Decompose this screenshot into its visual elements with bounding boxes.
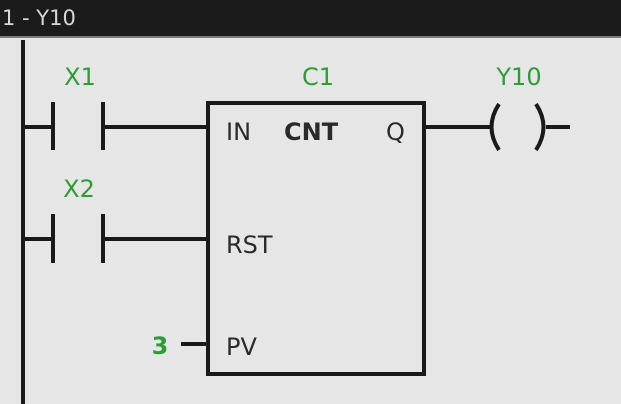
contact-x1-tag: X1	[64, 63, 96, 91]
rung-header: 1 - Y10	[0, 0, 621, 38]
counter-instance-tag: C1	[302, 63, 334, 91]
coil-y10[interactable]	[489, 102, 571, 152]
rung-title: 1 - Y10	[2, 6, 76, 30]
input-in-label: IN	[226, 118, 251, 146]
pv-value: 3	[152, 332, 169, 360]
output-q-label: Q	[386, 118, 405, 146]
block-type-label: CNT	[284, 118, 339, 146]
input-rst-label: RST	[226, 231, 273, 259]
contact-x2-tag: X2	[63, 175, 95, 203]
contact-x2[interactable]	[23, 214, 208, 263]
counter-block[interactable]	[206, 101, 426, 376]
contact-x1[interactable]	[23, 102, 208, 150]
input-pv-label: PV	[226, 333, 257, 361]
coil-y10-tag: Y10	[495, 63, 541, 91]
